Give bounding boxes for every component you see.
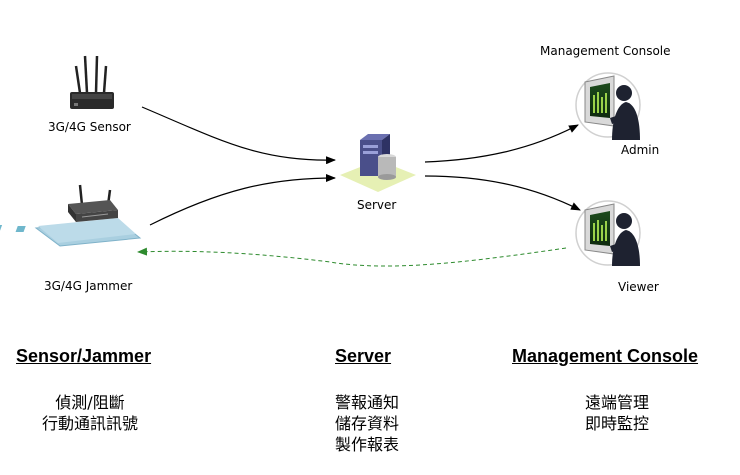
admin-console-icon xyxy=(575,72,641,140)
column-line: 警報通知 xyxy=(334,393,399,412)
column-line: 即時監控 xyxy=(584,414,649,433)
column-line: 儲存資料 xyxy=(334,414,399,433)
column-line: 製作報表 xyxy=(334,435,399,454)
server-label: Server xyxy=(357,198,397,212)
column-line: 行動通訊訊號 xyxy=(41,414,138,433)
console-label: Management Console xyxy=(540,44,671,58)
column-lines-sensor-jammer: 偵測/阻斷 行動通訊訊號 xyxy=(0,392,190,434)
column-title-management-console: Management Console xyxy=(512,346,699,366)
edge-jammer-to-server xyxy=(149,174,336,226)
edge-sensor-to-server xyxy=(141,106,336,165)
viewer-console-icon xyxy=(575,200,641,266)
sensor-icon xyxy=(70,55,114,109)
column-title-sensor-jammer: Sensor/Jammer xyxy=(16,346,152,366)
jammer-label: 3G/4G Jammer xyxy=(44,279,133,293)
sensor-label: 3G/4G Sensor xyxy=(48,120,131,134)
viewer-label: Viewer xyxy=(618,280,659,294)
edge-console-to-jammer-dashed xyxy=(137,247,567,267)
jammer-icon xyxy=(0,184,142,247)
server-icon xyxy=(340,134,416,192)
column-lines-management-console: 遠端管理 即時監控 xyxy=(517,392,717,434)
column-title-server: Server xyxy=(335,346,392,366)
admin-label: Admin xyxy=(621,143,660,157)
column-line: 偵測/阻斷 xyxy=(55,393,125,412)
column-lines-server: 警報通知 儲存資料 製作報表 xyxy=(267,392,467,455)
edge-server-to-viewer xyxy=(424,175,581,211)
edge-server-to-admin xyxy=(424,124,579,163)
column-line: 遠端管理 xyxy=(584,393,649,412)
